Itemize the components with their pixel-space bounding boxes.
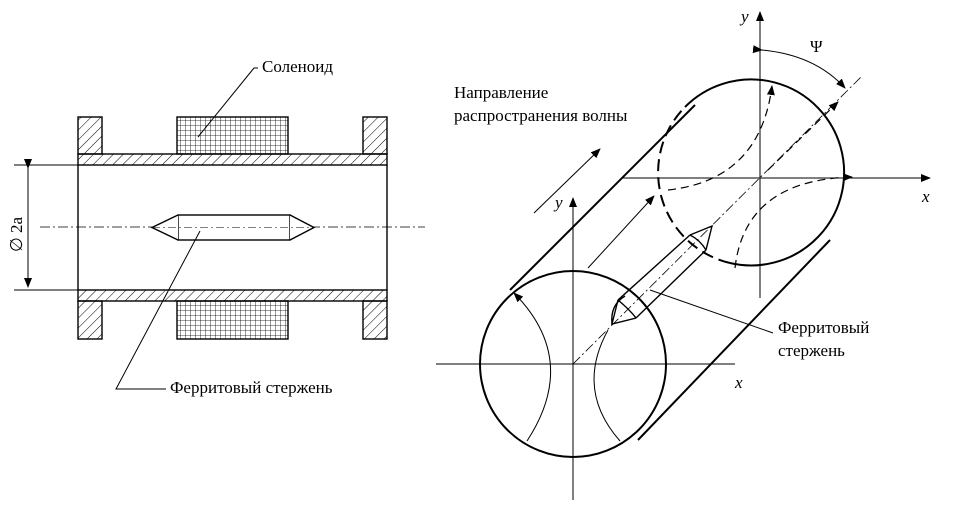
rod-label-left: Ферритовый стержень (170, 378, 333, 397)
cylindrical-waveguide-3d: x y x y Ψ Направление распространения во… (436, 7, 931, 500)
waveguide-cross-section: ∅ 2a Соленоид Ферритовый стержень (7, 57, 425, 397)
diameter-dimension: ∅ 2a (7, 159, 78, 291)
solenoid-coil-top (176, 116, 289, 155)
flange-top-right (362, 116, 388, 155)
waveguide-wall-bottom (77, 289, 388, 302)
diameter-label: ∅ 2a (7, 216, 26, 252)
waveguide-wall-top (77, 153, 388, 166)
back-circle (684, 78, 846, 267)
flange-bottom-right (362, 300, 388, 340)
rod-label-right-line1: Ферритовый (778, 318, 869, 337)
front-axis-x: x (734, 373, 743, 392)
direction-label-line1: Направление (454, 83, 548, 102)
front-axis-y: y (553, 193, 563, 212)
solenoid-label: Соленоид (262, 57, 333, 76)
psi-label: Ψ (810, 37, 823, 56)
rod-label-right-line2: стержень (778, 341, 845, 360)
back-axis-x: x (921, 187, 930, 206)
flange-bottom-left (77, 300, 103, 340)
back-axis-y: y (739, 7, 749, 26)
direction-label-line2: распространения волны (454, 106, 628, 125)
flange-top-left (77, 116, 103, 155)
ferrite-rod-3d (611, 224, 714, 325)
solenoid-coil-bottom (176, 300, 289, 340)
ferrite-rod (150, 214, 316, 241)
